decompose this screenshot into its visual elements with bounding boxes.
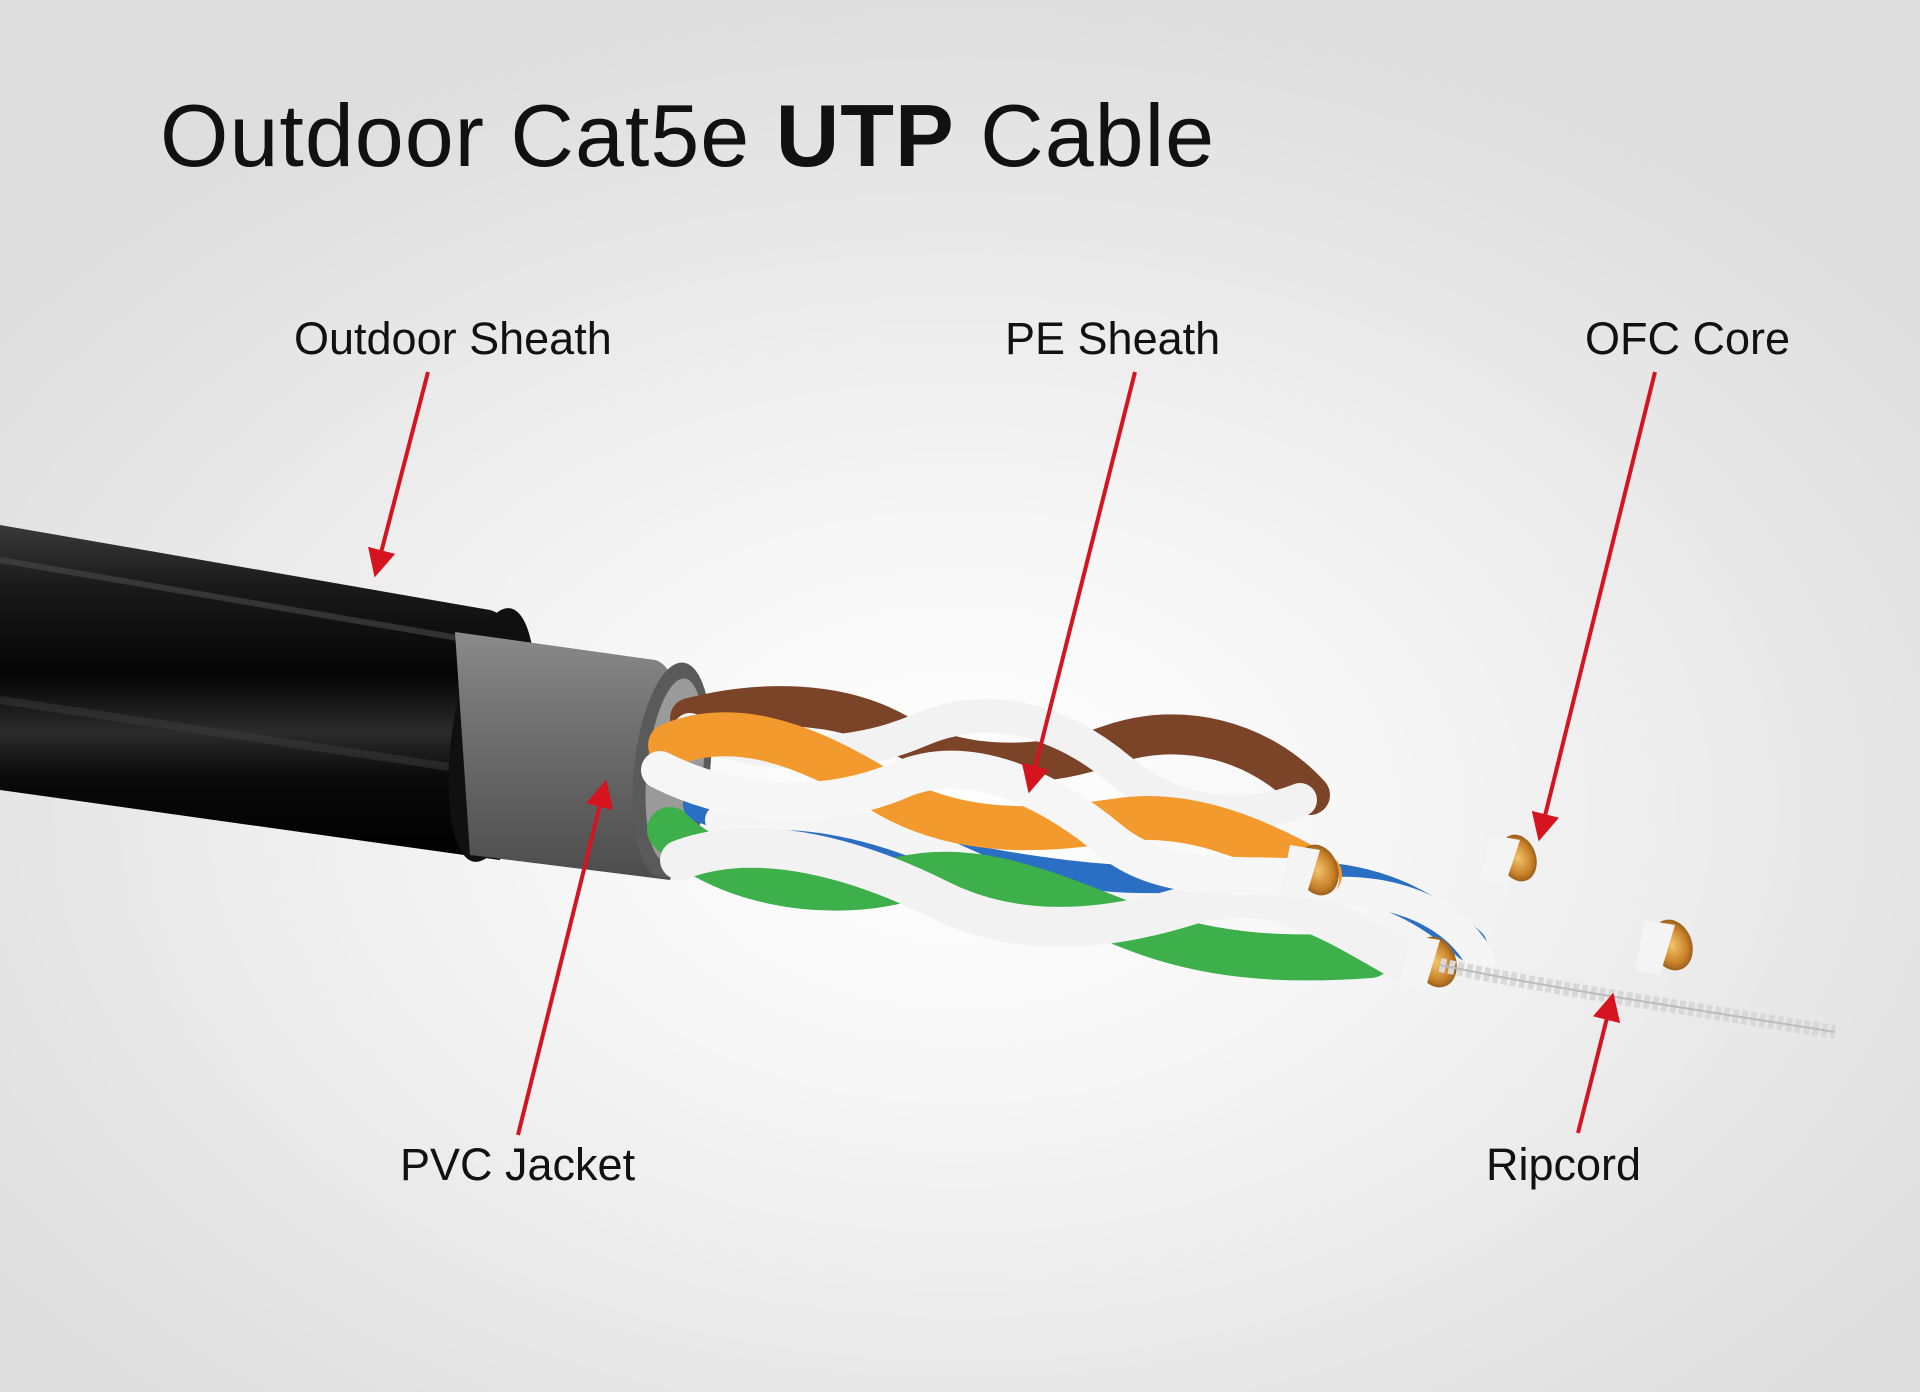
- arrow-ofc-core: [1531, 371, 1657, 842]
- arrow-pe-sheath: [1021, 371, 1137, 794]
- callout-arrows: [368, 371, 1657, 1136]
- arrow-pvc-jacket: [516, 779, 614, 1136]
- arrow-outdoor-sheath: [368, 371, 430, 578]
- title-text-start: Outdoor Cat5e: [160, 86, 776, 185]
- label-outdoor-sheath: Outdoor Sheath: [294, 313, 612, 364]
- title-text-end: Cable: [954, 86, 1216, 185]
- diagram-title: Outdoor Cat5e UTP Cable: [160, 86, 1216, 185]
- label-ofc-core: OFC Core: [1585, 313, 1791, 364]
- label-ripcord: Ripcord: [1486, 1139, 1642, 1190]
- label-pe-sheath: PE Sheath: [1005, 313, 1221, 364]
- title-text-bold: UTP: [775, 86, 955, 185]
- arrow-ripcord: [1576, 992, 1621, 1134]
- ripcord-shape: [1438, 958, 1837, 1039]
- label-pvc-jacket: PVC Jacket: [400, 1139, 636, 1190]
- twisted-pairs: [641, 686, 1495, 981]
- ofc-copper-ends: [1280, 834, 1693, 990]
